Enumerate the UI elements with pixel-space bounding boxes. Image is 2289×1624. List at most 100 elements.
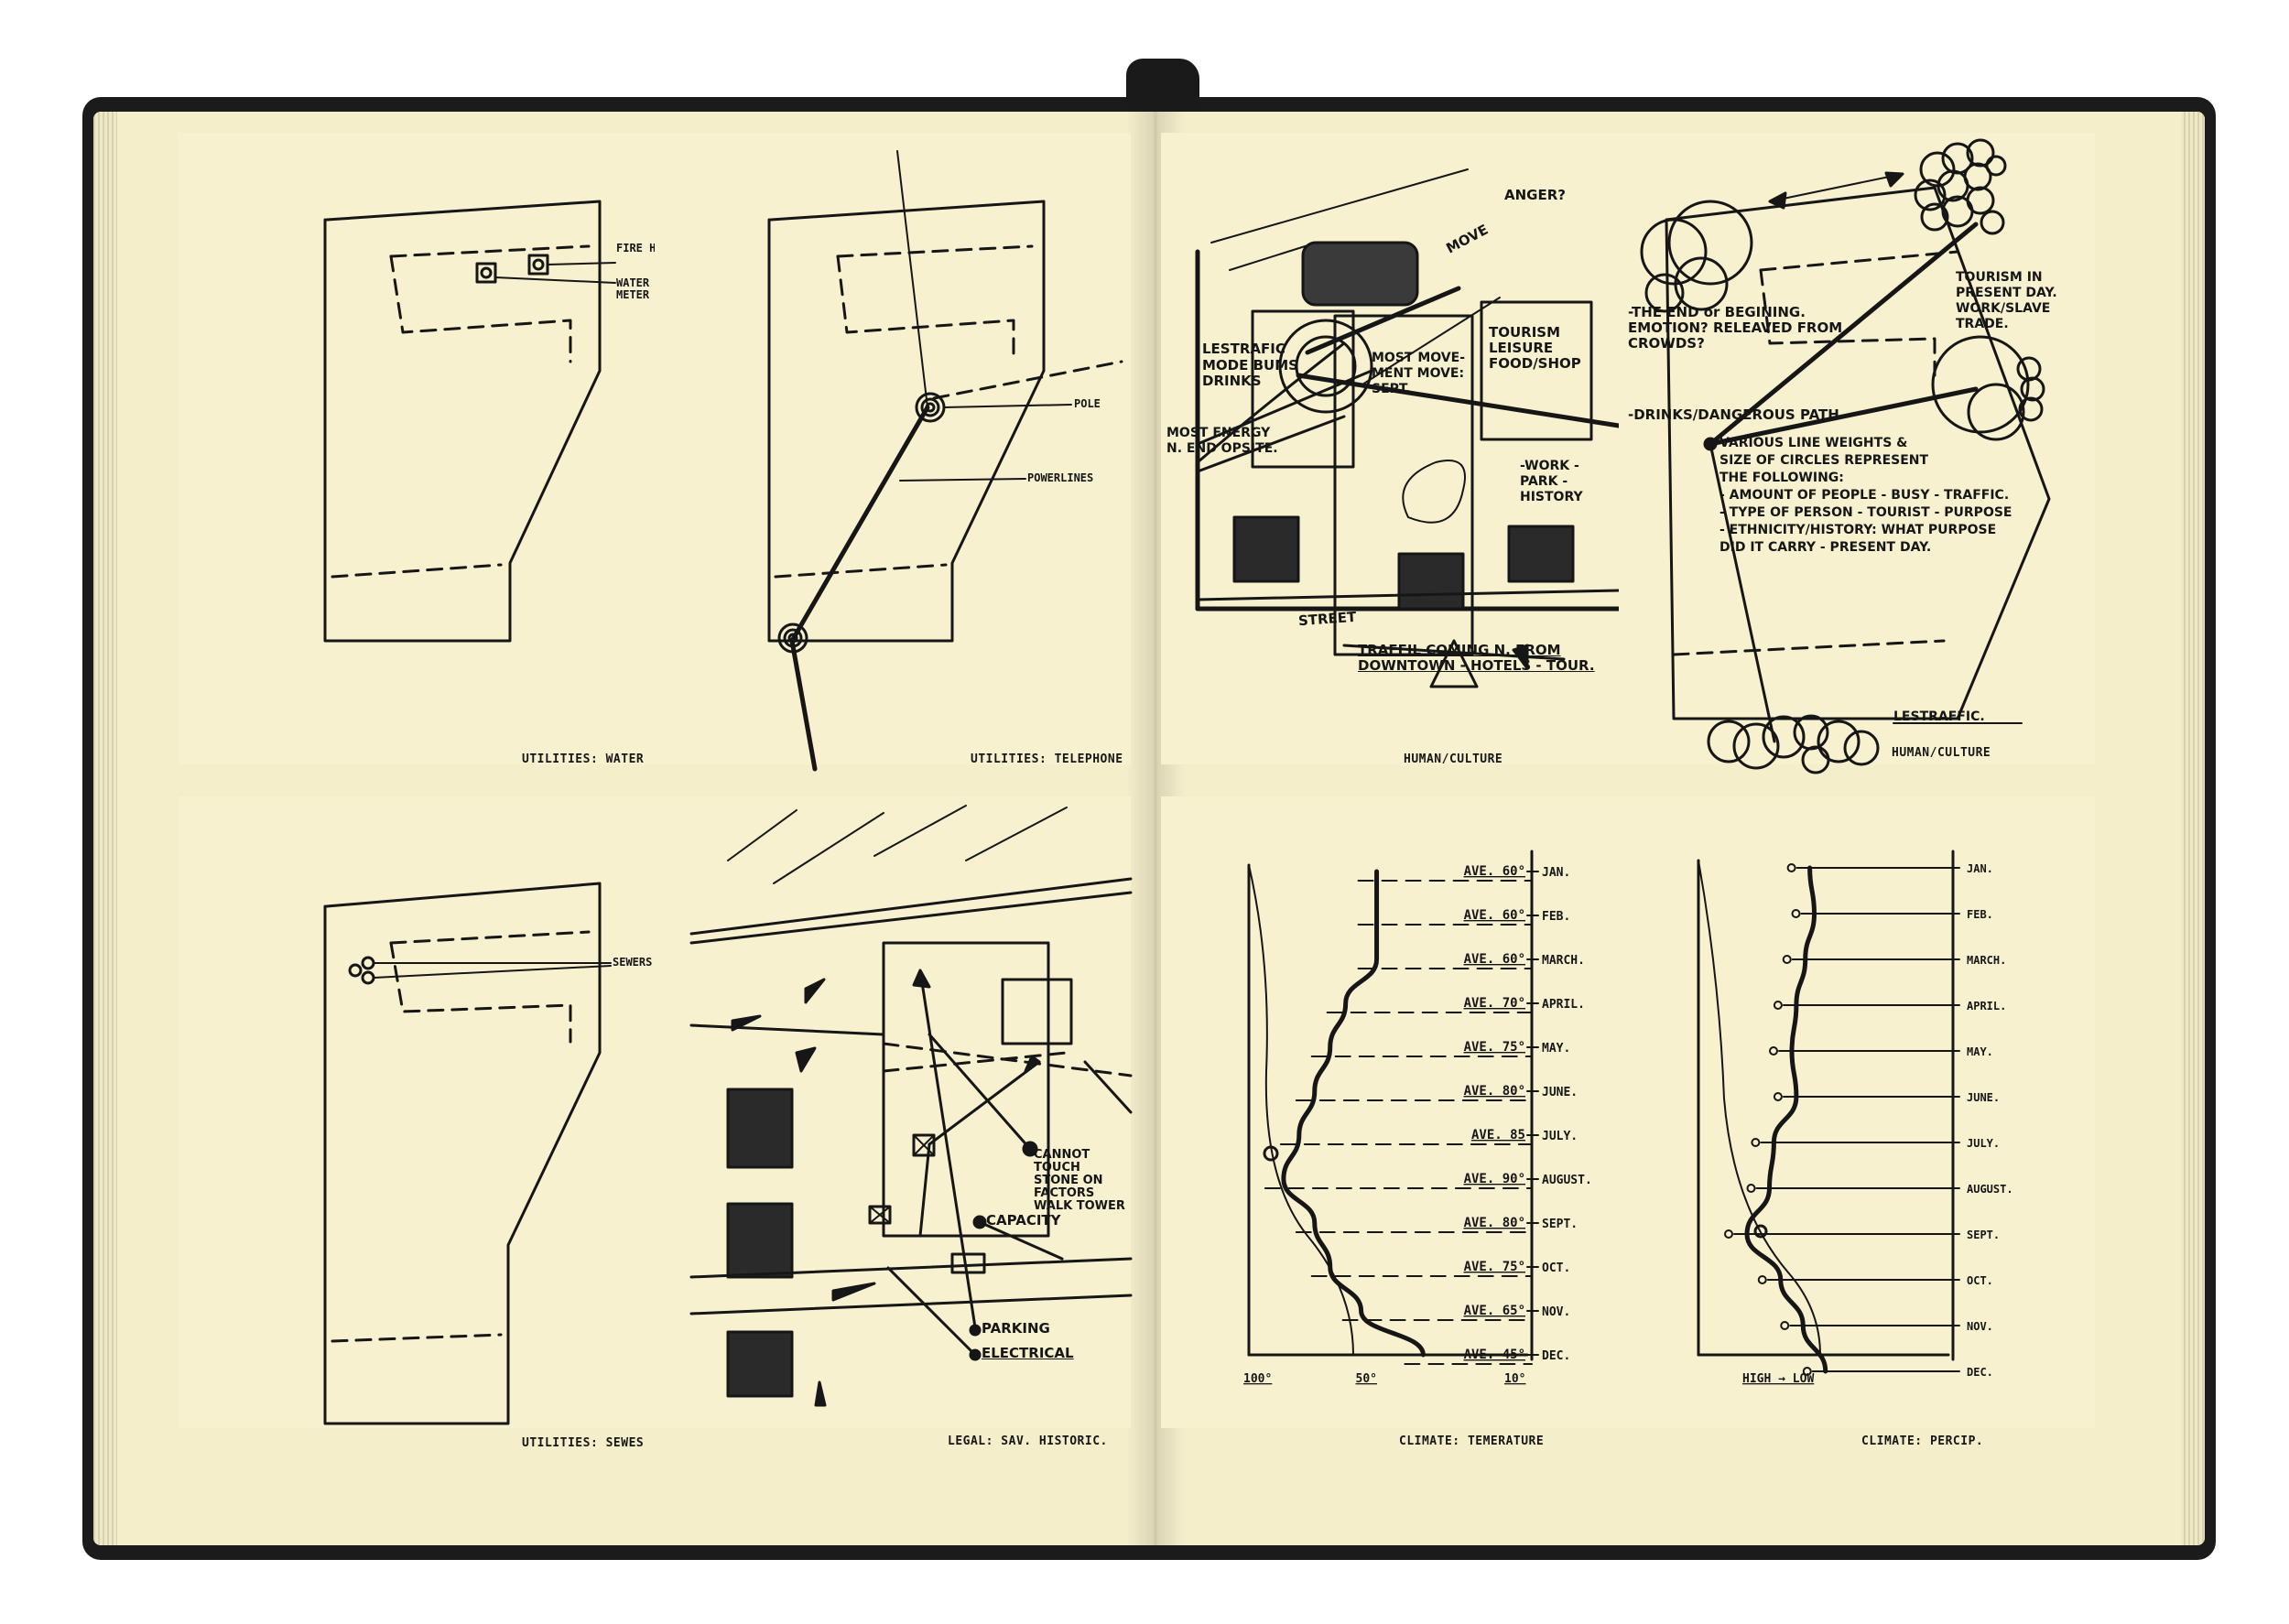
precipitation-chart: JAN.FEB.MARCH.APRIL.MAY.JUNE.JULY.AUGUST…	[1697, 850, 2013, 1386]
month-tick-label: JAN.	[1542, 866, 1570, 880]
month-tick-label: JULY.	[1542, 1130, 1578, 1143]
site-plan-water	[323, 200, 616, 643]
legend-line: THE FOLLOWING:	[1719, 471, 1844, 485]
tourism-label: TOURISM LEISURE FOOD/SHOP	[1489, 324, 1581, 372]
month-tick-label: OCT.	[1967, 1274, 1993, 1287]
x-tick-label: 10°	[1504, 1372, 1525, 1386]
panel-human-culture-2: -THE END or BEGINING. EMOTION? RELEAVED …	[1619, 133, 2095, 774]
month-tick-label: MARCH.	[1542, 954, 1585, 968]
legend-line: VARIOUS LINE WEIGHTS &	[1719, 436, 1908, 450]
data-point	[1773, 1001, 1783, 1010]
electrical-label: ELECTRICAL	[982, 1345, 1074, 1361]
water-meter-label: WATER METER	[616, 276, 650, 301]
legend-line: - ETHNICITY/HISTORY: WHAT PURPOSE	[1719, 523, 1997, 537]
cannot-touch-label: CANNOT TOUCH STONE ON FACTORS WALK TOWER	[1034, 1148, 1125, 1213]
axis-label: HIGH → LOW	[1742, 1372, 1814, 1386]
panel-climate-precipitation: JAN.FEB.MARCH.APRIL.MAY.JUNE.JULY.AUGUST…	[1619, 796, 2095, 1448]
panel-caption: HUMAN/CULTURE	[1892, 746, 1991, 760]
panel-caption: UTILITIES: SEWES	[522, 1436, 645, 1450]
month-tick-label: NOV.	[1967, 1320, 1993, 1333]
month-tick-label: MAY.	[1542, 1042, 1570, 1056]
precipitation-series-line	[1744, 865, 1828, 1374]
data-point	[1757, 1275, 1767, 1284]
powerlines-label: POWERLINES	[1027, 471, 1094, 484]
data-point	[1773, 1092, 1783, 1101]
data-point	[1791, 909, 1801, 918]
month-tick-label: SEPT.	[1542, 1218, 1578, 1231]
traffic-note-label: TRAFFIL COMING N. FROM DOWNTOWN - HOTELS…	[1358, 642, 1595, 674]
panel-climate-temperature: JAN.AVE. 60°FEB.AVE. 60°MARCH.AVE. 60°AP…	[1161, 796, 1637, 1448]
data-label: AVE. 45°	[1464, 1348, 1525, 1362]
site-plan-telephone	[767, 150, 1123, 772]
data-label: AVE. 85	[1471, 1128, 1525, 1142]
capacity-label: CAPACITY	[986, 1212, 1061, 1229]
site-plan-sewers	[323, 882, 612, 1425]
legal-site-sketch	[689, 805, 1133, 1407]
month-tick-label: AUGUST.	[1542, 1174, 1592, 1187]
legend-line: - TYPE OF PERSON - TOURIST - PURPOSE	[1719, 505, 2012, 520]
panel-caption: CLIMATE: PERCIP.	[1861, 1435, 1984, 1448]
panel-caption: HUMAN/CULTURE	[1404, 752, 1503, 766]
panel-human-culture-1: ANGER? MOVE LESTRAFIC MODE BUMS DRINKS M…	[1161, 133, 1637, 766]
mode-bums-drinks-label: MODE BUMS DRINKS	[1202, 357, 1298, 389]
data-label: AVE. 60°	[1464, 952, 1525, 967]
data-point	[1769, 1046, 1778, 1056]
data-label: AVE. 80°	[1464, 1216, 1525, 1230]
data-point	[1724, 1229, 1733, 1239]
month-tick-label: AUGUST.	[1967, 1183, 2013, 1196]
month-tick-label: APRIL.	[1542, 998, 1585, 1012]
data-label: AVE. 75°	[1464, 1040, 1525, 1055]
data-label: AVE. 90°	[1464, 1172, 1525, 1186]
less-traffic-bottom-label: LESTRAFFIC.	[1893, 709, 1985, 724]
month-tick-label: DEC.	[1542, 1349, 1570, 1363]
data-point	[1751, 1138, 1761, 1147]
data-point	[1780, 1321, 1790, 1330]
work-park-history-label: -WORK -PARK -HISTORY	[1520, 459, 1583, 504]
legend-line: DID IT CARRY - PRESENT DAY.	[1719, 540, 1932, 555]
month-tick-label: JUNE.	[1967, 1091, 2000, 1104]
less-traffic-label: LESTRAFIC	[1202, 341, 1286, 357]
data-label: AVE. 80°	[1464, 1084, 1525, 1099]
sewers-label: SEWERS	[613, 956, 653, 969]
drinks-dangerous-label: -DRINKS/DANGEROUS PATH	[1628, 406, 1839, 423]
month-tick-label: MARCH.	[1967, 954, 2006, 967]
panel-caption: UTILITIES: WATER	[522, 752, 645, 766]
data-label: AVE. 75°	[1464, 1260, 1525, 1274]
data-point	[1782, 955, 1792, 964]
x-tick-label: 50°	[1356, 1372, 1377, 1386]
end-beginning-label: -THE END or BEGINING. EMOTION? RELEAVED …	[1628, 304, 1843, 352]
panel-legal: CANNOT TOUCH STONE ON FACTORS WALK TOWER…	[655, 796, 1133, 1448]
most-energy-label: MOST ENERGY N. END OPSITE.	[1166, 426, 1278, 456]
parking-label: PARKING	[982, 1320, 1050, 1337]
tourism-present-label: TOURISM IN PRESENT DAY. WORK/SLAVE TRADE…	[1956, 270, 2057, 331]
panel-utilities-water: FIRE HY. WATER METER UTILITIES: WATER	[179, 133, 669, 766]
legend-line: - AMOUNT OF PEOPLE - BUSY - TRAFFIC.	[1719, 488, 2010, 503]
data-label: AVE. 65°	[1464, 1304, 1525, 1318]
month-tick-label: DEC.	[1967, 1366, 1993, 1379]
anger-label: ANGER?	[1504, 187, 1566, 203]
data-label: AVE. 70°	[1464, 996, 1525, 1011]
month-tick-label: OCT.	[1542, 1261, 1570, 1275]
line-weight-legend: VARIOUS LINE WEIGHTS & SIZE OF CIRCLES R…	[1719, 435, 2012, 557]
month-tick-label: JAN.	[1967, 862, 1993, 875]
data-point	[1786, 863, 1796, 872]
right-page-edges	[2181, 112, 2205, 1545]
data-point	[1746, 1184, 1756, 1193]
human-culture-sketch-1	[1195, 168, 1622, 688]
panel-utilities-sewers: SEWERS UTILITIES: SEWES	[179, 796, 655, 1450]
data-point	[1802, 1367, 1812, 1376]
most-movement-label: MOST MOVE- MENT MOVE: SEPT.	[1372, 351, 1466, 396]
left-page-edges	[93, 112, 117, 1545]
month-tick-label: FEB.	[1542, 910, 1570, 924]
month-tick-label: JUNE.	[1542, 1086, 1578, 1099]
temperature-series-line	[1281, 869, 1426, 1358]
human-culture-sketch-2	[1640, 138, 2051, 774]
month-tick-label: FEB.	[1967, 908, 1993, 921]
bookmark-ribbon	[1126, 59, 1199, 114]
month-tick-label: SEPT.	[1967, 1229, 2000, 1241]
legend-line: SIZE OF CIRCLES REPRESENT	[1719, 453, 1929, 468]
x-tick-label: 100°	[1243, 1372, 1272, 1386]
panel-caption: UTILITIES: TELEPHONE	[971, 752, 1123, 766]
temperature-chart: JAN.AVE. 60°FEB.AVE. 60°MARCH.AVE. 60°AP…	[1243, 850, 1592, 1386]
data-label: AVE. 60°	[1464, 908, 1525, 923]
